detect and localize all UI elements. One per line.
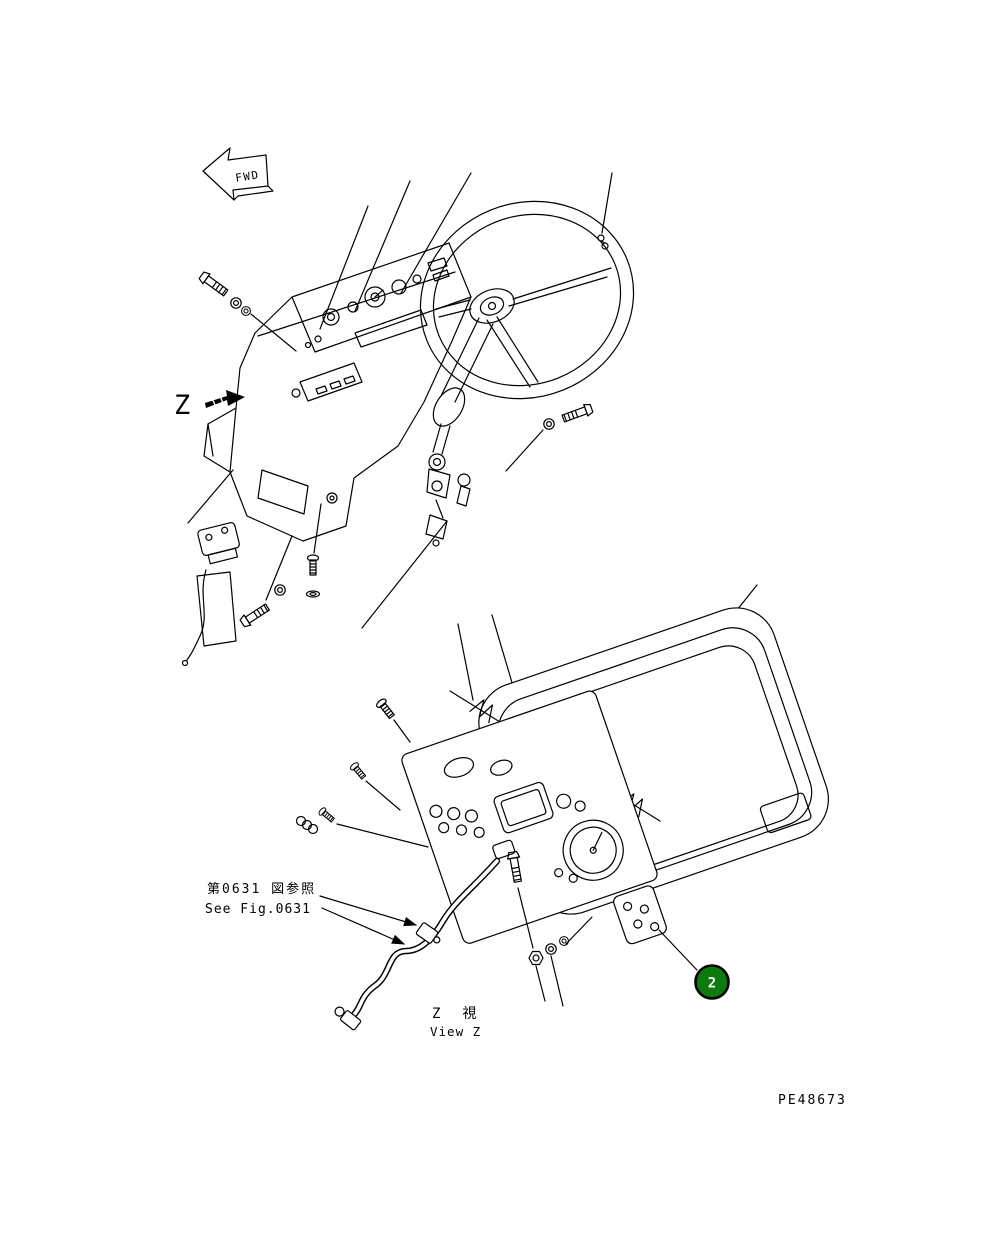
- view-z-marker-label: Z: [174, 390, 190, 421]
- fwd-direction-arrow: FWD: [202, 147, 274, 201]
- hex-nut-icon: [528, 950, 544, 966]
- view-z-arrow-icon: [205, 390, 245, 408]
- callout-balloon-circle[interactable]: [694, 964, 730, 1000]
- screw-icon: [317, 806, 337, 825]
- washer-icon: [543, 418, 555, 430]
- screw-icon: [306, 554, 320, 576]
- cable-connector: [334, 1006, 362, 1031]
- bolt-and-washers-upper-left: [197, 269, 297, 352]
- lower-assembly-view-z: 2 第0631 図参照 See Fig.0631 Z 視 View Z: [205, 584, 830, 1039]
- nut-and-washers: [528, 916, 593, 1007]
- reference-arrows: [319, 895, 418, 945]
- cable-joint: [415, 922, 441, 944]
- washer-icon: [230, 297, 242, 309]
- view-caption-jp: Z 視: [432, 1006, 480, 1022]
- washer-icon: [545, 943, 557, 955]
- washer-icon: [559, 936, 569, 946]
- bracket-assembly: [181, 469, 448, 667]
- bolt-and-washer-right: [505, 402, 595, 472]
- view-caption-en: View Z: [430, 1024, 481, 1039]
- gauge-plate: [401, 690, 658, 944]
- washer-icon: [274, 584, 286, 596]
- drawing-number: PE48673: [778, 1093, 847, 1108]
- reference-note-jp: 第0631 図参照: [207, 881, 316, 897]
- screw-icon: [348, 760, 368, 781]
- steering-wheel: [419, 200, 635, 400]
- fwd-arrow-label: FWD: [234, 168, 260, 185]
- bolt-icon: [238, 601, 272, 629]
- bolt-icon: [197, 269, 230, 299]
- callout-balloon-2[interactable]: 2: [658, 929, 730, 1000]
- plate-screws: [295, 696, 429, 848]
- washer-icon: [241, 306, 251, 316]
- reference-note-en: See Fig.0631: [205, 902, 311, 917]
- upper-leader-lines: [319, 172, 613, 330]
- callout-balloon-number: 2: [708, 976, 716, 992]
- steering-column: [425, 317, 494, 547]
- upper-assembly-view: FWD: [174, 147, 635, 667]
- screw-icon: [374, 696, 397, 721]
- wiring-harness: [334, 839, 534, 1031]
- mounting-bracket: [613, 885, 667, 945]
- dashboard-console-body: [203, 296, 472, 542]
- view-z-marker: Z: [174, 390, 245, 421]
- bolt-icon: [560, 402, 595, 425]
